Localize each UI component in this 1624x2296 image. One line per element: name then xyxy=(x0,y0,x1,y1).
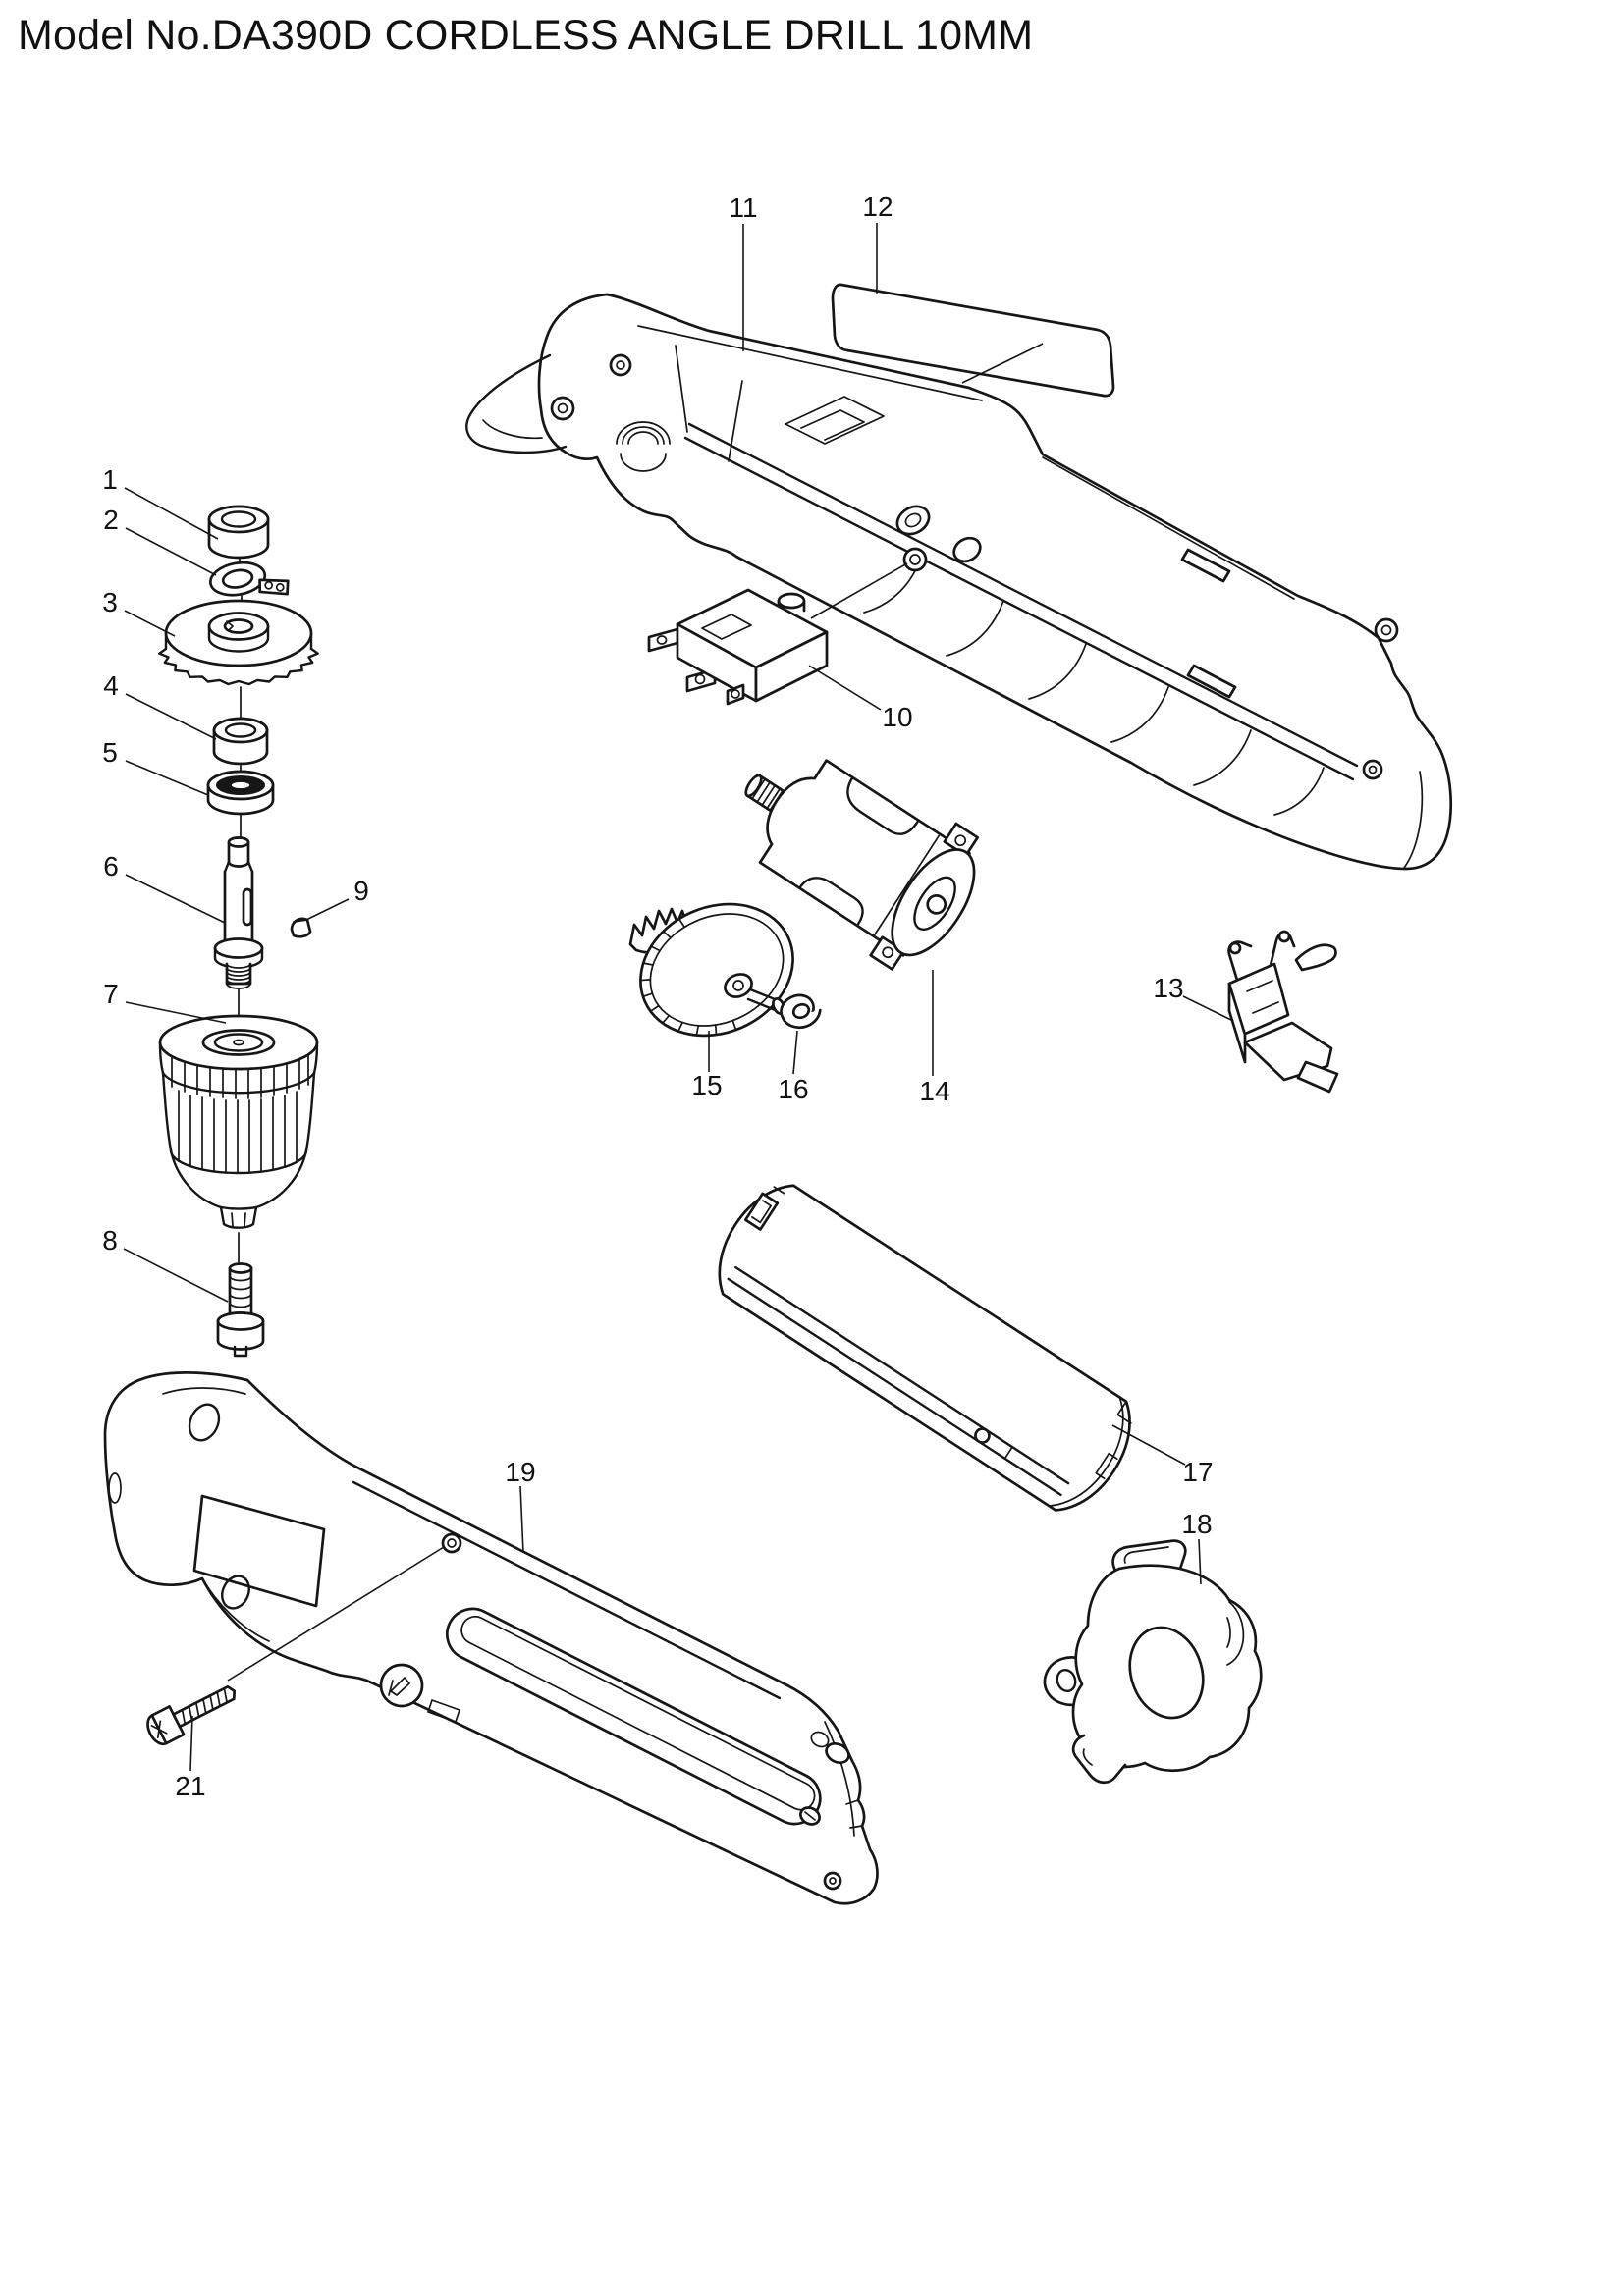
callout-layer xyxy=(123,223,1234,1772)
part-8-chuck-screw xyxy=(216,1262,265,1358)
part-label-11: 11 xyxy=(729,192,758,223)
part-6-spindle xyxy=(213,836,264,989)
part-label-18: 18 xyxy=(1181,1509,1213,1539)
part-4-bushing xyxy=(212,717,269,766)
leader-line-2 xyxy=(125,527,217,576)
part-label-21: 21 xyxy=(175,1771,206,1801)
part-12-name-plate xyxy=(831,283,1115,398)
leader-line-4 xyxy=(125,693,217,740)
leader-line-3 xyxy=(124,610,176,637)
part-label-15: 15 xyxy=(691,1070,723,1100)
part-label-16: 16 xyxy=(778,1074,809,1104)
leader-line-9 xyxy=(305,898,350,921)
part-14-motor xyxy=(744,759,979,971)
part-7-chuck xyxy=(158,1014,319,1229)
part-3-gear xyxy=(158,599,319,686)
leader-line-10 xyxy=(810,562,908,619)
part-19-lower-housing xyxy=(103,1371,879,1905)
part-16-sleeve xyxy=(780,993,822,1030)
part-label-17: 17 xyxy=(1182,1457,1214,1487)
leader-line-12 xyxy=(961,343,1044,384)
part-9-key xyxy=(290,917,312,938)
leader-line-10 xyxy=(808,665,882,711)
leader-line-5 xyxy=(125,760,209,796)
part-5-bearing xyxy=(206,770,275,816)
part-label-1: 1 xyxy=(102,464,118,495)
part-21-screw xyxy=(146,1684,237,1746)
part-15-bevel-gear xyxy=(628,902,794,1038)
part-label-19: 19 xyxy=(505,1457,536,1487)
part-label-10: 10 xyxy=(882,702,913,732)
leader-line-6 xyxy=(125,874,226,924)
leader-line-13 xyxy=(1182,995,1234,1022)
leader-line-7 xyxy=(125,1001,227,1024)
part-label-14: 14 xyxy=(919,1076,950,1106)
part-10-switch xyxy=(647,588,829,706)
part-11-upper-housing xyxy=(465,293,1453,871)
part-label-5: 5 xyxy=(102,737,118,768)
part-2-retaining-ring xyxy=(208,561,290,597)
part-label-4: 4 xyxy=(103,670,119,701)
part-label-6: 6 xyxy=(103,851,119,881)
part-13-lever-assembly xyxy=(1227,930,1339,1094)
leader-line-18 xyxy=(1198,1538,1202,1585)
part-18-terminal xyxy=(1043,1539,1263,1785)
part-label-2: 2 xyxy=(103,505,119,535)
leader-line-16 xyxy=(792,1030,798,1075)
part-1-bushing xyxy=(207,505,270,560)
leader-line-21 xyxy=(189,1715,193,1772)
page-title: Model No.DA390D CORDLESS ANGLE DRILL 10M… xyxy=(18,12,1034,59)
leader-line-1 xyxy=(124,487,219,540)
leader-line-8 xyxy=(123,1248,229,1303)
part-label-13: 13 xyxy=(1153,973,1184,1003)
part-label-7: 7 xyxy=(103,979,119,1009)
leader-line-21 xyxy=(227,1546,445,1682)
part-label-3: 3 xyxy=(102,587,118,617)
part-label-9: 9 xyxy=(353,876,369,906)
part-label-12: 12 xyxy=(862,191,893,222)
part-17-battery xyxy=(718,1184,1132,1512)
leader-line-19 xyxy=(519,1485,524,1554)
part-label-8: 8 xyxy=(102,1225,118,1255)
leader-line-17 xyxy=(1111,1424,1186,1466)
